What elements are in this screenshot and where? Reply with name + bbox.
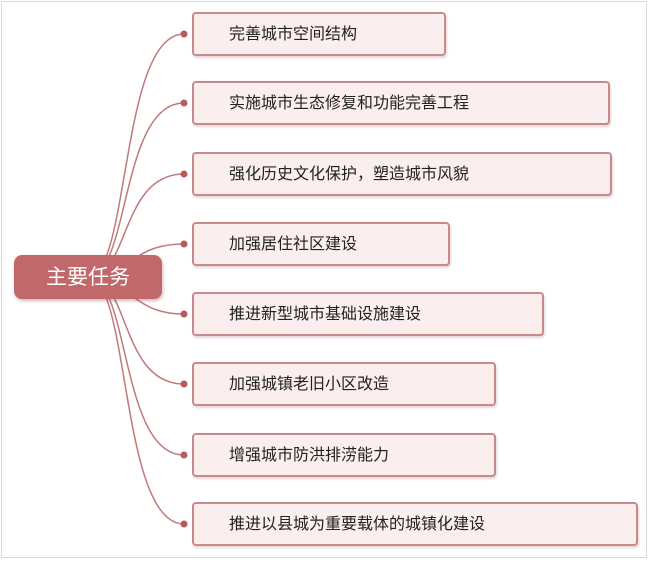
- connector-2: [87, 102, 185, 278]
- connector-dot-2: [180, 99, 188, 107]
- task-node-6: 加强城镇老旧小区改造: [192, 362, 496, 406]
- connector-dot-6: [180, 380, 188, 388]
- task-node-4: 加强居住社区建设: [192, 222, 450, 266]
- task-node-5: 推进新型城市基础设施建设: [192, 292, 544, 336]
- connector-dot-1: [180, 30, 188, 38]
- connector-dot-3: [180, 170, 188, 178]
- connector-1: [87, 33, 185, 278]
- task-node-1: 完善城市空间结构: [192, 12, 446, 56]
- task-node-3: 强化历史文化保护，塑造城市风貌: [192, 152, 612, 196]
- connector-dot-4: [180, 240, 188, 248]
- task-node-8: 推进以县城为重要载体的城镇化建设: [192, 502, 638, 546]
- connector-dot-5: [180, 310, 188, 318]
- task-node-2: 实施城市生态修复和功能完善工程: [192, 81, 610, 125]
- connector-dot-7: [180, 451, 188, 459]
- root-node: 主要任务: [14, 255, 162, 299]
- task-node-7: 增强城市防洪排涝能力: [192, 433, 496, 477]
- connector-8: [87, 276, 185, 525]
- connector-dot-8: [180, 520, 188, 528]
- connector-7: [87, 276, 185, 456]
